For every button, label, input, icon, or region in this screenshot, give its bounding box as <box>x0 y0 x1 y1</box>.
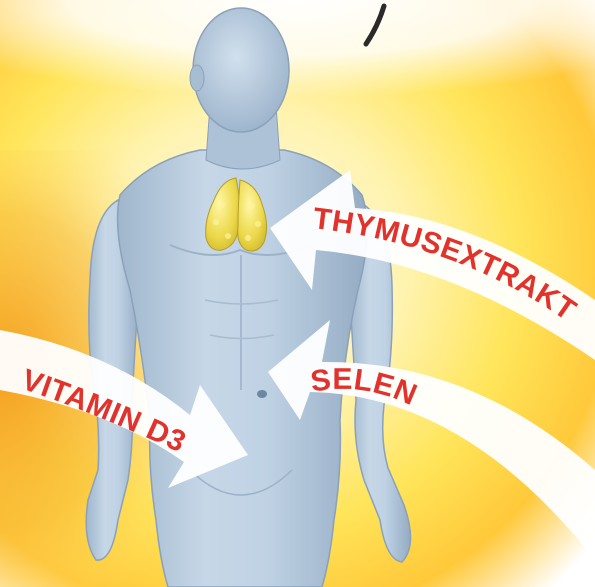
background-white-top <box>0 0 595 140</box>
head <box>193 8 289 132</box>
ear <box>190 65 204 91</box>
navel <box>257 390 267 398</box>
